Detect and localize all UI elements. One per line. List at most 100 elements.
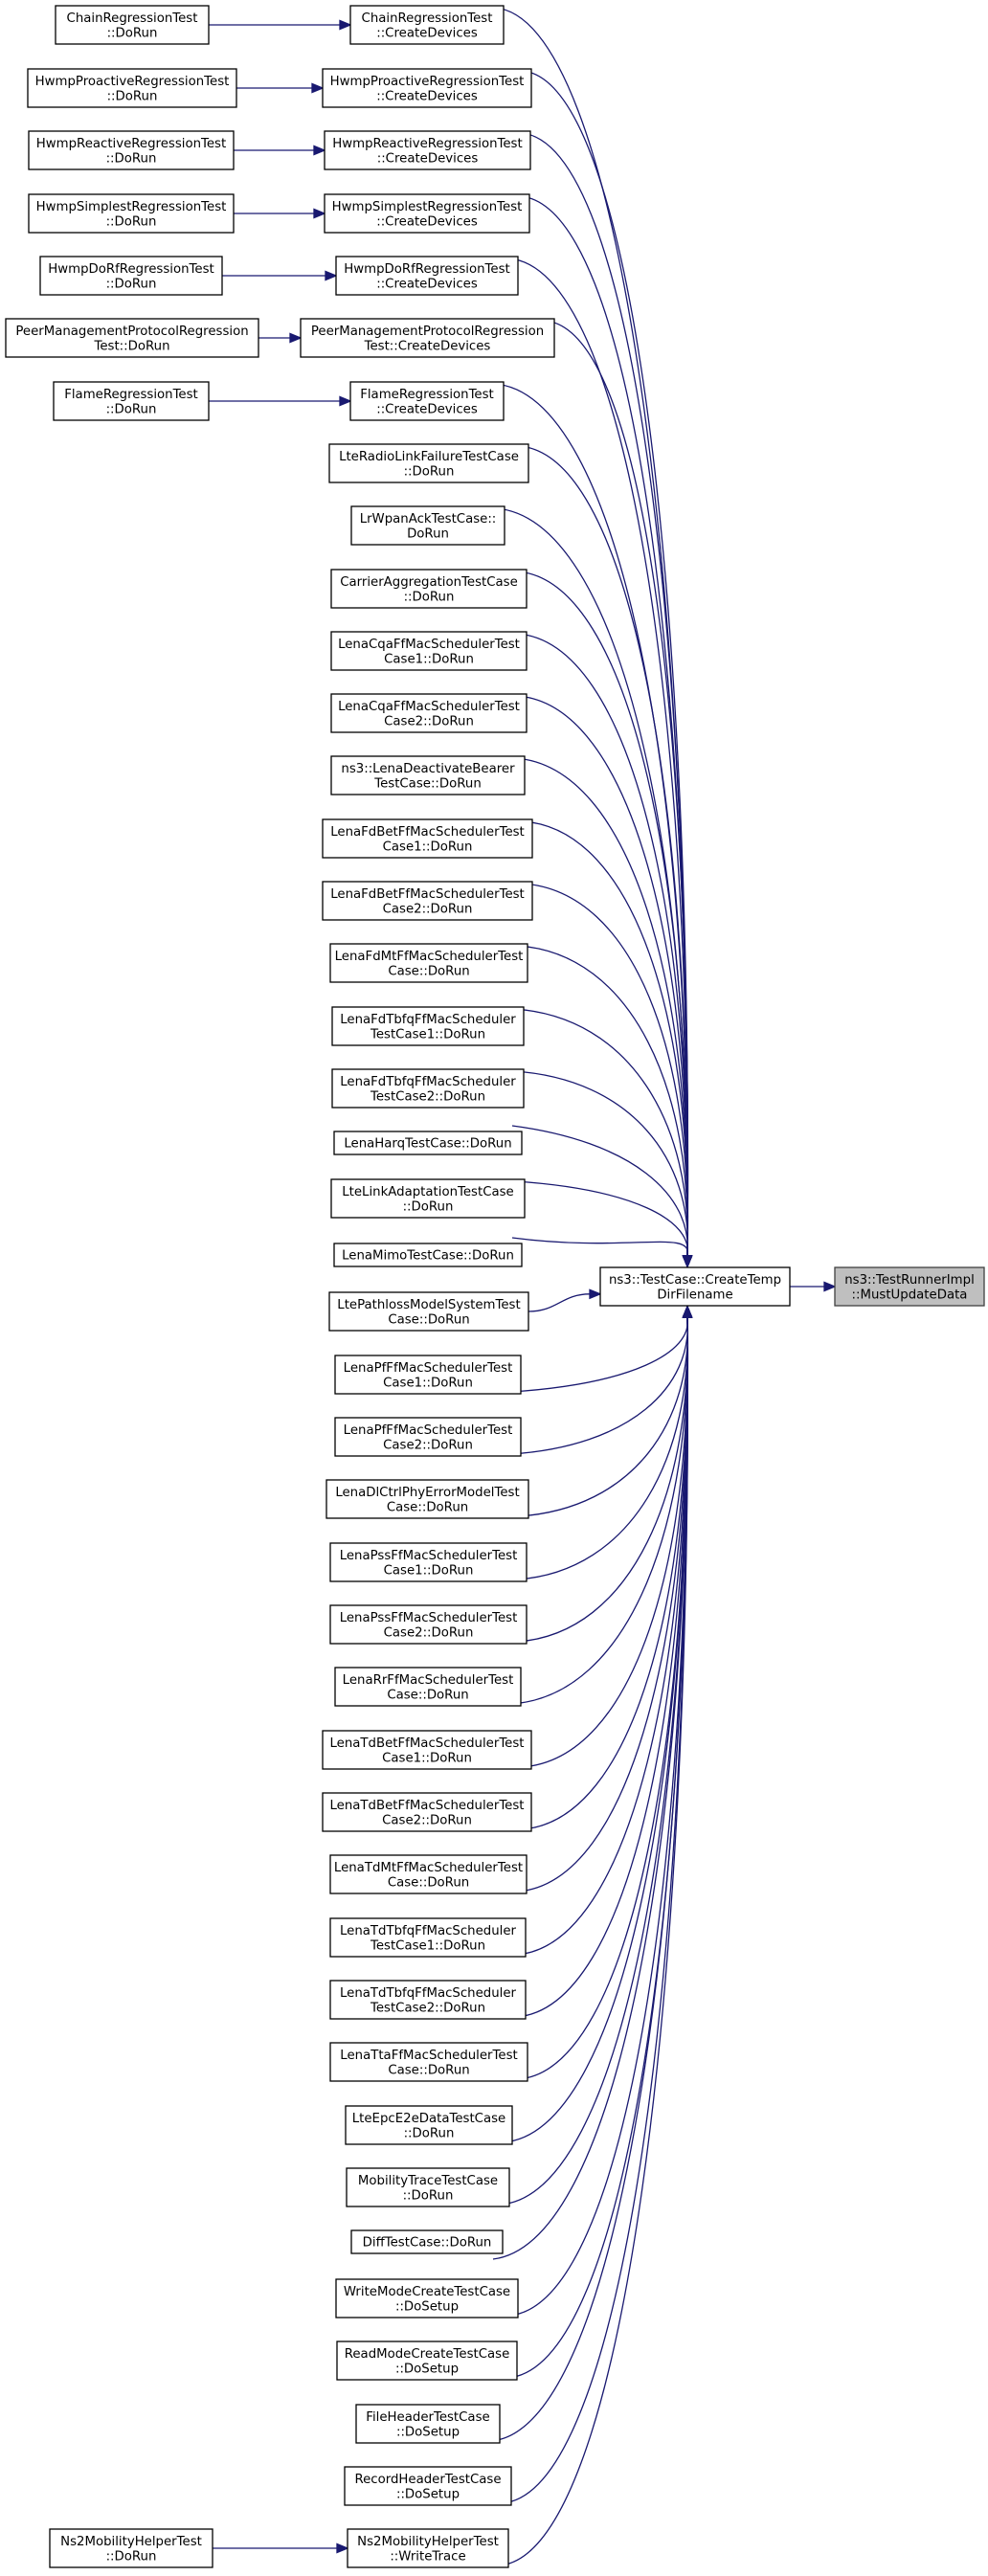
node-harq[interactable]: LenaHarqTestCase::DoRun (333, 1131, 523, 1155)
node-label-line: LenaCqaFfMacSchedulerTest (338, 638, 520, 652)
node-label-line: WriteModeCreateTestCase (344, 2285, 510, 2299)
node-epce2e[interactable]: LteEpcE2eDataTestCase::DoRun (345, 2105, 513, 2145)
node-lrwpan[interactable]: LrWpanAckTestCase::DoRun (350, 505, 505, 546)
node-flame-dr[interactable]: FlameRegressionTest::DoRun (53, 381, 210, 421)
node-flame-cd[interactable]: FlameRegressionTest::CreateDevices (349, 381, 505, 421)
node-label-line: LenaPfFfMacSchedulerTest (344, 1361, 513, 1376)
edge-peer-dr-to-peer-cd (258, 332, 303, 344)
node-box (330, 569, 528, 609)
node-box (345, 2105, 513, 2145)
edge-line (516, 571, 689, 1257)
node-label-line: Case2::DoRun (383, 902, 473, 916)
node-ns2-wt[interactable]: Ns2MobilityHelperTest::WriteTrace (347, 2528, 509, 2568)
node-label-line: Case::DoRun (387, 1500, 468, 1514)
node-label-line: Case2::DoRun (384, 714, 474, 728)
node-label-line: TestCase1::DoRun (370, 1938, 485, 1953)
node-box (334, 1417, 522, 1457)
node-label-line: HwmpReactiveRegressionTest (332, 137, 522, 151)
node-simplest-dr[interactable]: HwmpSimplestRegressionTest::DoRun (28, 193, 235, 234)
node-linkadapt[interactable]: LteLinkAdaptationTestCase::DoRun (330, 1178, 526, 1219)
node-chain-dr[interactable]: ChainRegressionTest::DoRun (55, 5, 210, 45)
node-mustupdate[interactable]: ns3::TestRunnerImpl::MustUpdateData (834, 1266, 985, 1307)
node-carrier[interactable]: CarrierAggregationTestCase::DoRun (330, 569, 528, 609)
edge-pf1-to-hub (510, 1305, 693, 1393)
node-dorf-dr[interactable]: HwmpDoRfRegressionTest::DoRun (39, 256, 223, 296)
edge-arrowhead (313, 145, 326, 156)
edge-tdtbfq2-to-hub (515, 1305, 693, 2018)
edge-hub-to-root (790, 1281, 837, 1292)
node-box (335, 2278, 519, 2318)
edge-arrowhead (289, 332, 303, 344)
node-label-line: Case2::DoRun (382, 1813, 472, 1827)
node-label-line: PeerManagementProtocolRegression (15, 325, 248, 339)
edge-line (502, 1316, 688, 2143)
node-label-line: HwmpDoRfRegressionTest (344, 262, 509, 277)
node-peer-dr[interactable]: PeerManagementProtocolRegressionTest::Do… (5, 318, 259, 358)
edge-line (521, 1316, 689, 1830)
edge-line (510, 1316, 688, 1393)
node-box (349, 381, 505, 421)
node-label-line: TestCase2::DoRun (370, 2001, 485, 2015)
node-diff[interactable]: DiffTestCase::DoRun (350, 2229, 504, 2254)
node-dorf-cd[interactable]: HwmpDoRfRegressionTest::CreateDevices (335, 256, 519, 296)
node-peer-cd[interactable]: PeerManagementProtocolRegressionTest::Cr… (300, 318, 555, 358)
node-fileheader[interactable]: FileHeaderTestCase::DoSetup (355, 2404, 501, 2444)
node-label-line: Test::DoRun (93, 339, 169, 353)
node-label-line: ::CreateDevices (376, 89, 478, 103)
node-box (331, 1068, 525, 1109)
node-proactive-dr[interactable]: HwmpProactiveRegressionTest::DoRun (27, 68, 237, 108)
node-ns2-dr[interactable]: Ns2MobilityHelperTest::DoRun (49, 2528, 213, 2568)
node-box (346, 2167, 510, 2207)
edge-chain-dr-to-chain-cd (209, 19, 352, 31)
edge-pf2-to-hub (510, 1305, 693, 1455)
node-mobility[interactable]: MobilityTraceTestCase::DoRun (346, 2167, 510, 2207)
edge-mimo-to-hub (511, 1237, 693, 1268)
node-reactive-cd[interactable]: HwmpReactiveRegressionTest::CreateDevice… (324, 130, 531, 170)
node-simplest-cd[interactable]: HwmpSimplestRegressionTest::CreateDevice… (324, 193, 530, 234)
node-mimo[interactable]: LenaMimoTestCase::DoRun (333, 1243, 523, 1267)
node-reactive-dr[interactable]: HwmpReactiveRegressionTest::DoRun (28, 130, 235, 170)
node-label-line: ::DoRun (106, 402, 157, 416)
node-chain-cd[interactable]: ChainRegressionTest::CreateDevices (349, 5, 505, 45)
node-box (329, 1604, 528, 1645)
node-box (324, 193, 530, 234)
node-label-line: HwmpProactiveRegressionTest (35, 75, 230, 89)
node-readmode[interactable]: ReadModeCreateTestCase::DoSetup (336, 2341, 518, 2381)
node-box (328, 443, 529, 483)
node-box (350, 505, 505, 546)
node-label-line: ns3::TestCase::CreateTemp (609, 1273, 781, 1288)
node-label-line: LteLinkAdaptationTestCase (342, 1185, 513, 1199)
node-label-line: LenaFdMtFfMacSchedulerTest (335, 950, 524, 964)
node-box (322, 1730, 532, 1770)
node-lte-rlf[interactable]: LteRadioLinkFailureTestCase::DoRun (328, 443, 529, 483)
node-box (300, 318, 555, 358)
node-proactive-cd[interactable]: HwmpProactiveRegressionTest::CreateDevic… (322, 68, 532, 108)
node-writemode[interactable]: WriteModeCreateTestCase::DoSetup (335, 2278, 519, 2318)
edge-line (520, 132, 689, 1257)
node-recordheader[interactable]: RecordHeaderTestCase::DoSetup (344, 2466, 512, 2506)
node-box (322, 881, 533, 921)
